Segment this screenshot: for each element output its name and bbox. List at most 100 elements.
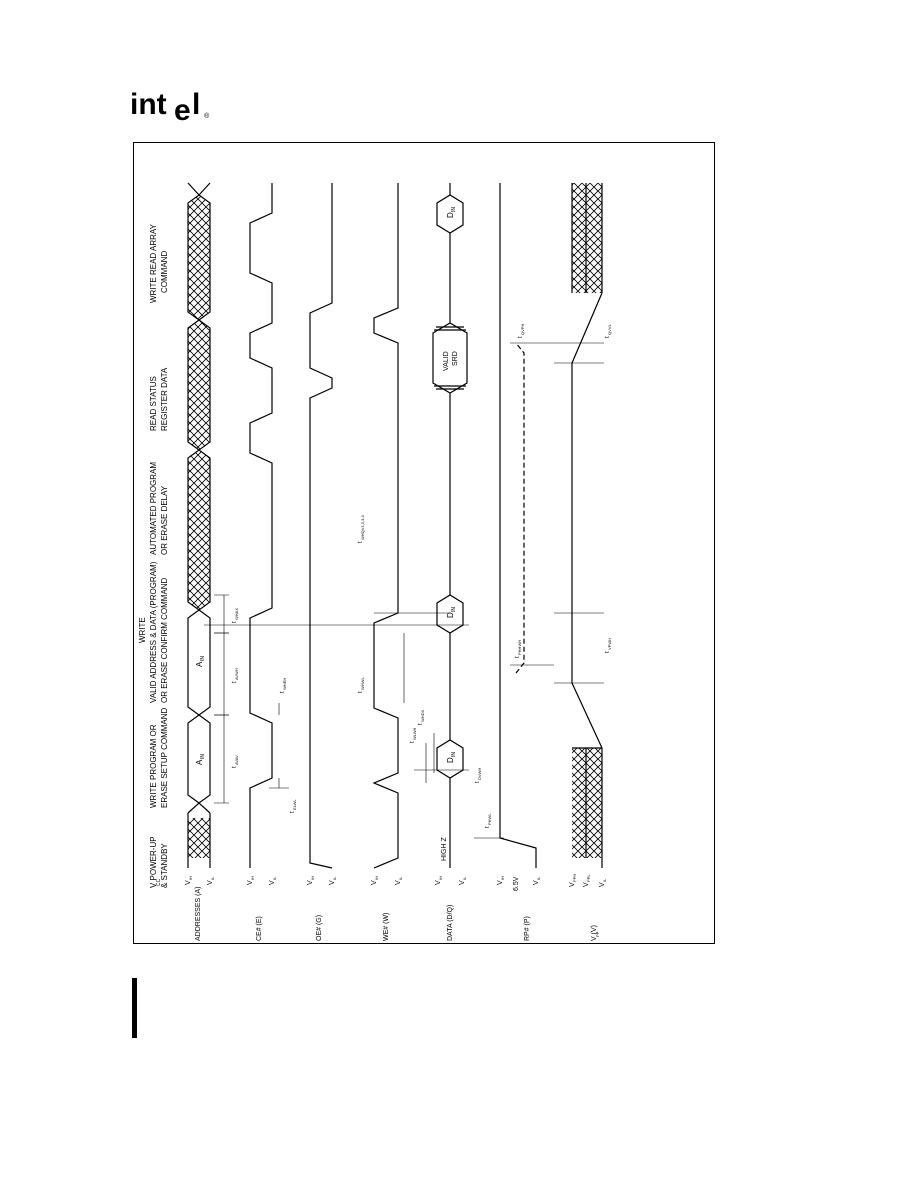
phase-0-line1-sub: CC bbox=[156, 878, 162, 886]
logo-text-l: l bbox=[192, 88, 200, 121]
vpp-wave bbox=[571, 292, 603, 749]
data-srd-marks bbox=[434, 326, 466, 390]
timing-tvpwh-sub: VPWH bbox=[607, 638, 612, 650]
we-low: V bbox=[395, 880, 402, 885]
timing-twhdx: t bbox=[418, 723, 424, 725]
timing-twhwl-sub: WHWL bbox=[360, 677, 365, 690]
oe-low: V bbox=[329, 880, 336, 885]
timing-twlwh: t bbox=[410, 741, 416, 743]
signal-oe-name: OE# (G) bbox=[316, 915, 323, 941]
addresses-high-sub: IH bbox=[188, 876, 193, 880]
phase-1-line2: ERASE SETUP COMMAND bbox=[160, 707, 169, 808]
vpp-high: V bbox=[569, 882, 576, 887]
timing-diagram: V POWER-UP CC & STANDBY WRITE PROGRAM OR… bbox=[138, 182, 612, 941]
addresses-low: V bbox=[207, 880, 214, 885]
signal-vpp-name: V (V) bbox=[591, 925, 598, 941]
timing-tavwh-sub: AVWH bbox=[234, 668, 239, 680]
timing-tphwl-sub: PHWL bbox=[487, 813, 492, 825]
addresses-high: V bbox=[185, 880, 192, 885]
logo-text-e: e bbox=[174, 94, 191, 126]
signal-ce-name: CE# (E) bbox=[256, 916, 263, 941]
revision-change-bar bbox=[132, 978, 137, 1038]
signal-vpp-name-sub: PP bbox=[595, 931, 600, 937]
rp-mid: 6.5V bbox=[513, 876, 520, 891]
phase-2-line2: OR ERASE CONFIRM COMMAND bbox=[160, 577, 169, 703]
data-low: V bbox=[459, 880, 466, 885]
telwl-dim bbox=[269, 778, 289, 789]
addr-end bbox=[187, 182, 211, 196]
signal-we-name: WE# (W) bbox=[383, 913, 390, 941]
timing-tqvph: t bbox=[518, 336, 524, 338]
signal-labels: ADDRESSES (A) V IH V IL CE# (E) V IH V I… bbox=[185, 874, 607, 941]
timing-tphhwh: t bbox=[515, 656, 521, 658]
phase-3-line1: AUTOMATED PROGRAM bbox=[149, 462, 158, 555]
timing-tqvvl-sub: QVVL bbox=[607, 324, 612, 335]
phase-2-line0: WRITE bbox=[138, 617, 147, 643]
data-low-sub: IL bbox=[462, 876, 467, 880]
timing-twheh: t bbox=[280, 691, 286, 693]
phase-4-line2: REGISTER DATA bbox=[160, 367, 169, 431]
timing-tavav-sub: AVAV bbox=[234, 755, 239, 765]
logo-registered: ® bbox=[204, 112, 210, 120]
bus-din-3: D bbox=[446, 212, 455, 218]
rp-low: V bbox=[533, 880, 540, 885]
tavav-dim bbox=[214, 714, 229, 804]
vpp-mid-sub: PPL bbox=[586, 874, 591, 882]
we-high: V bbox=[371, 880, 378, 885]
timing-twhdx-sub: WHDX bbox=[420, 709, 425, 722]
timing-tphhwh-sub: PHHWH bbox=[517, 640, 522, 655]
vpp-right-lines bbox=[571, 183, 603, 293]
bus-high-z: HIGH Z bbox=[441, 837, 448, 861]
phase-4-line1: READ STATUS bbox=[149, 376, 158, 431]
diagram-rotated-group: V POWER-UP CC & STANDBY WRITE PROGRAM OR… bbox=[138, 182, 612, 941]
oe-low-sub: IL bbox=[332, 876, 337, 880]
vpp-hatch-left bbox=[572, 748, 602, 858]
tvpwh-marker bbox=[554, 612, 604, 684]
vpp-low: V bbox=[599, 882, 606, 887]
timing-twheh-sub: WHEH bbox=[282, 678, 287, 690]
addr-hatch-auto bbox=[187, 449, 211, 611]
signal-rp-name: RP# (P) bbox=[524, 916, 531, 941]
rp-dashed bbox=[515, 342, 525, 674]
ce-high: V bbox=[247, 880, 254, 885]
timing-twhqv-sub: WHQV1,2,3,4 bbox=[360, 515, 365, 540]
data-high-sub: IH bbox=[438, 876, 443, 880]
phase-0-line2: & STANDBY bbox=[160, 843, 169, 888]
signal-addresses-name: ADDRESSES (A) bbox=[195, 887, 202, 941]
vpp-mid: V bbox=[583, 882, 590, 887]
timing-labels: t AVAV t AVWH t WHAX t ELWL t WHEH t WHW… bbox=[232, 324, 612, 828]
tqvvl-marker bbox=[554, 342, 604, 364]
timing-tqvvl: t bbox=[605, 336, 611, 338]
rp-low-sub: IL bbox=[536, 876, 541, 880]
waveforms bbox=[187, 182, 603, 869]
bus-ain-1-sub: IN bbox=[200, 754, 206, 759]
timing-twhwl: t bbox=[358, 691, 364, 693]
phase-3-line2: OR ERASE DELAY bbox=[160, 485, 169, 555]
intel-logo: int e l ® bbox=[130, 86, 210, 127]
vpp-low-sub: IL bbox=[602, 878, 607, 882]
oe-wave bbox=[309, 183, 333, 869]
timing-tdvwh-sub: DVWH bbox=[477, 768, 482, 780]
addr-x1 bbox=[187, 802, 211, 814]
phase-5-line2: COMMAND bbox=[160, 251, 169, 293]
timing-tavav: t bbox=[232, 766, 238, 768]
bus-labels: A IN A IN D IN D IN D IN VALID SRD HIGH … bbox=[195, 207, 459, 861]
addr-hatch-final bbox=[187, 194, 211, 321]
ce-low: V bbox=[269, 880, 276, 885]
bus-din-1-sub: IN bbox=[451, 752, 457, 757]
timing-tavwh: t bbox=[232, 681, 238, 683]
timing-twlwh-sub: WLWH bbox=[412, 728, 417, 740]
bus-ain-2: A bbox=[195, 661, 204, 667]
ce-low-sub: IL bbox=[272, 876, 277, 880]
timing-dimension-lines bbox=[204, 342, 604, 839]
ce-wave bbox=[249, 183, 273, 868]
timing-tphwl: t bbox=[485, 826, 491, 828]
tavwh-dim bbox=[214, 632, 229, 716]
we-low-sub: IL bbox=[398, 876, 403, 880]
addr-hatch-powerup bbox=[188, 818, 210, 858]
data-high: V bbox=[435, 880, 442, 885]
rp-high-sub: IH bbox=[500, 876, 505, 880]
phase-labels: V POWER-UP CC & STANDBY WRITE PROGRAM OR… bbox=[138, 223, 169, 888]
timing-telwl: t bbox=[290, 811, 296, 813]
bus-ain-2-sub: IN bbox=[200, 656, 206, 661]
